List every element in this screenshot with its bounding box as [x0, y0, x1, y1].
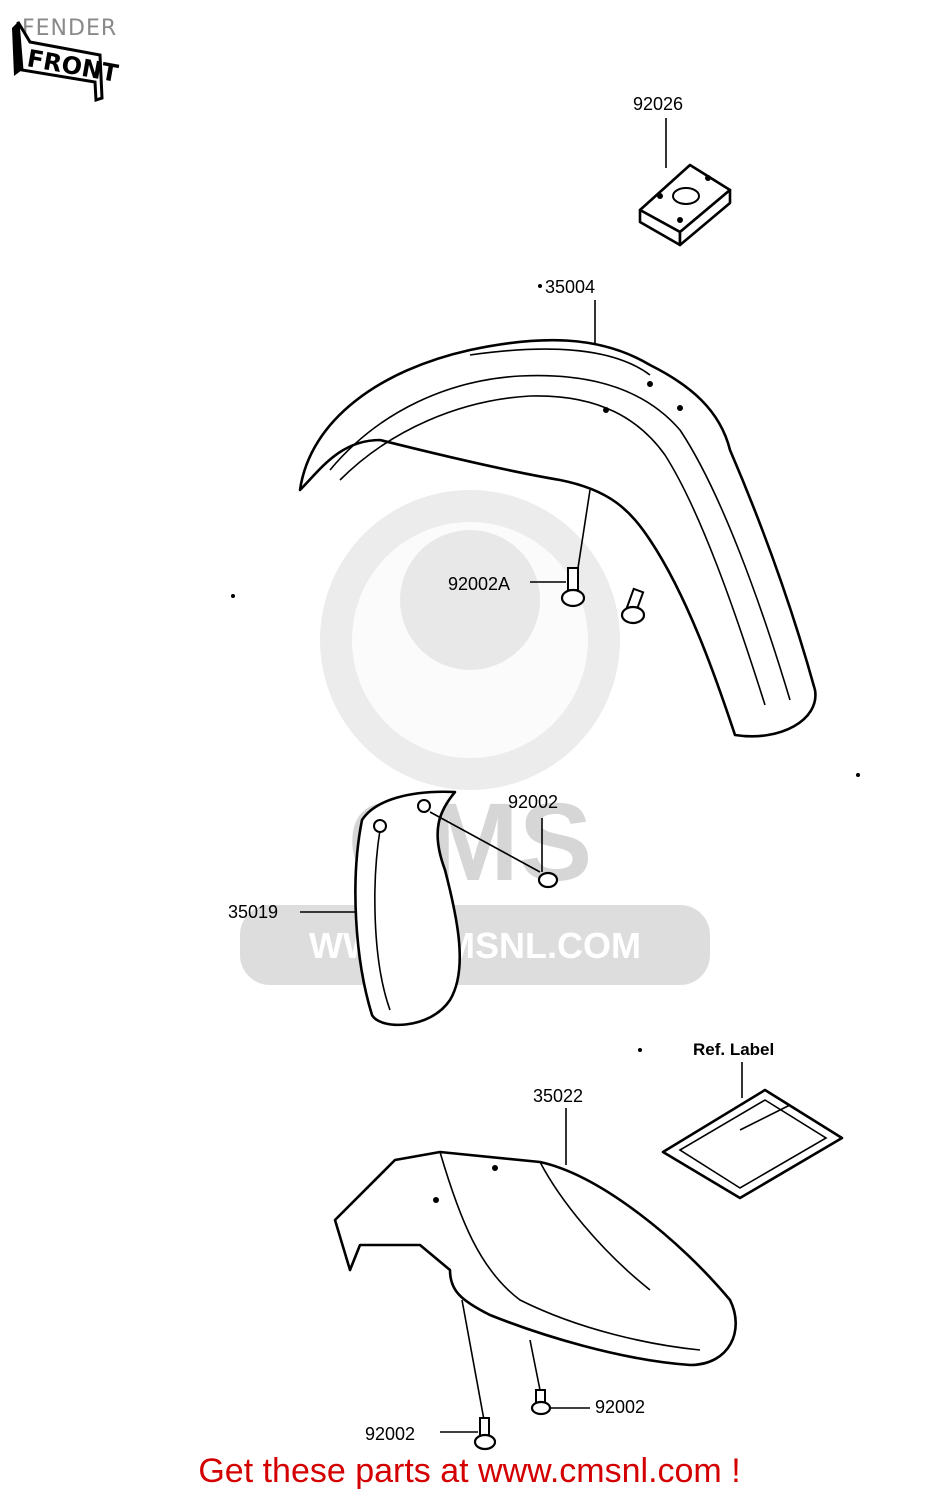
part-35022-rear-fender: 35022 [333, 1086, 737, 1367]
label-92002-guard: 92002 [508, 792, 558, 812]
part-92002-guard-bolt: 92002 [429, 792, 559, 889]
label-92002-rear-left: 92002 [365, 1424, 415, 1444]
page-title: FENDER [22, 16, 118, 41]
part-35019-guard: 35019 [228, 790, 462, 1027]
part-92002A-bolts: 92002A [448, 489, 646, 625]
footer-promo-text[interactable]: Get these parts at www.cmsnl.com ! [198, 1452, 741, 1490]
label-92026: 92026 [633, 94, 683, 114]
label-35019: 35019 [228, 902, 278, 922]
front-direction-icon: FRONT [12, 21, 121, 103]
label-ref-label: Ref. Label [693, 1040, 774, 1059]
part-ref-label: Ref. Label [661, 1040, 844, 1200]
label-92002A: 92002A [448, 574, 510, 594]
label-35022: 35022 [533, 1086, 583, 1106]
watermark-logo: CMS WWW.CMSNL.COM [240, 490, 710, 985]
part-92026-pad: 92026 [633, 94, 732, 247]
part-92002-rear-bolts: 92002 92002 [365, 1299, 645, 1451]
part-35004-front-fender: 35004 [298, 277, 817, 738]
label-92002-rear: 92002 [595, 1397, 645, 1417]
label-35004: 35004 [545, 277, 595, 297]
